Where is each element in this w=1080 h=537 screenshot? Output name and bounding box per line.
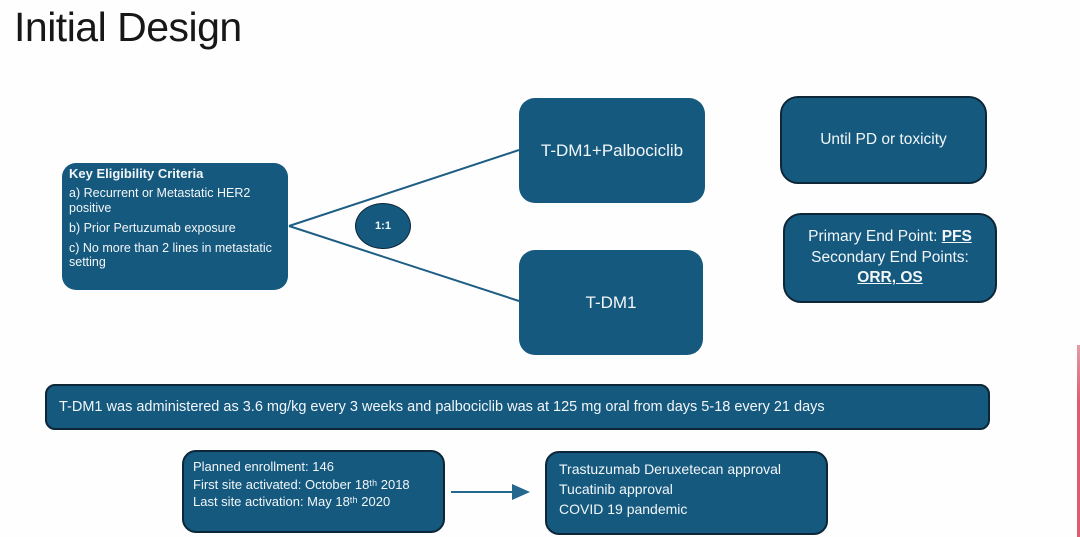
randomization-ratio-badge: 1:1 <box>355 203 411 249</box>
dosing-note-text: T-DM1 was administered as 3.6 mg/kg ever… <box>59 399 825 415</box>
secondary-endpoint-value: ORR, OS <box>857 269 923 287</box>
endpoints-box: Primary End Point: PFS Secondary End Poi… <box>783 213 997 303</box>
primary-endpoint-line: Primary End Point: PFS <box>808 227 972 247</box>
arm-label: T-DM1+Palbociclib <box>540 140 684 160</box>
treatment-duration-box: Until PD or toxicity <box>780 96 987 184</box>
arm-label: T-DM1 <box>585 292 637 312</box>
context-event-line: Tucatinib approval <box>559 480 673 497</box>
randomization-ratio-label: 1:1 <box>375 220 391 232</box>
treatment-duration-label: Until PD or toxicity <box>820 131 947 148</box>
enrollment-box: Planned enrollment: 146 First site activ… <box>182 450 445 533</box>
primary-endpoint-label: Primary End Point: <box>808 228 942 246</box>
dosing-note-box: T-DM1 was administered as 3.6 mg/kg ever… <box>45 384 990 430</box>
arm-box-tdm1-palbociclib: T-DM1+Palbociclib <box>519 98 705 203</box>
enrollment-line: Planned enrollment: 146 <box>193 459 334 474</box>
context-events-box: Trastuzumab Deruxetecan approval Tucatin… <box>545 451 828 535</box>
secondary-endpoint-label: Secondary End Points: <box>811 248 969 266</box>
enrollment-line: Last site activation: May 18ᵗʰ 2020 <box>193 494 391 510</box>
context-event-line: Trastuzumab Deruxetecan approval <box>559 461 782 477</box>
eligibility-criteria-box: Key Eligibility Criteria a) Recurrent or… <box>62 163 288 290</box>
page-title: Initial Design <box>14 4 242 50</box>
eligibility-item: c) No more than 2 lines in metastatic se… <box>69 240 272 270</box>
eligibility-item: a) Recurrent or Metastatic HER2 positive <box>69 186 251 216</box>
arm-box-tdm1: T-DM1 <box>519 250 703 355</box>
eligibility-header: Key Eligibility Criteria <box>69 166 204 181</box>
right-edge-red-line <box>1077 345 1080 537</box>
context-event-line: COVID 19 pandemic <box>559 500 688 517</box>
primary-endpoint-value: PFS <box>941 228 972 246</box>
eligibility-item: b) Prior Pertuzumab exposure <box>69 220 236 235</box>
enrollment-line: First site activated: October 18ᵗʰ 2018 <box>193 476 410 492</box>
